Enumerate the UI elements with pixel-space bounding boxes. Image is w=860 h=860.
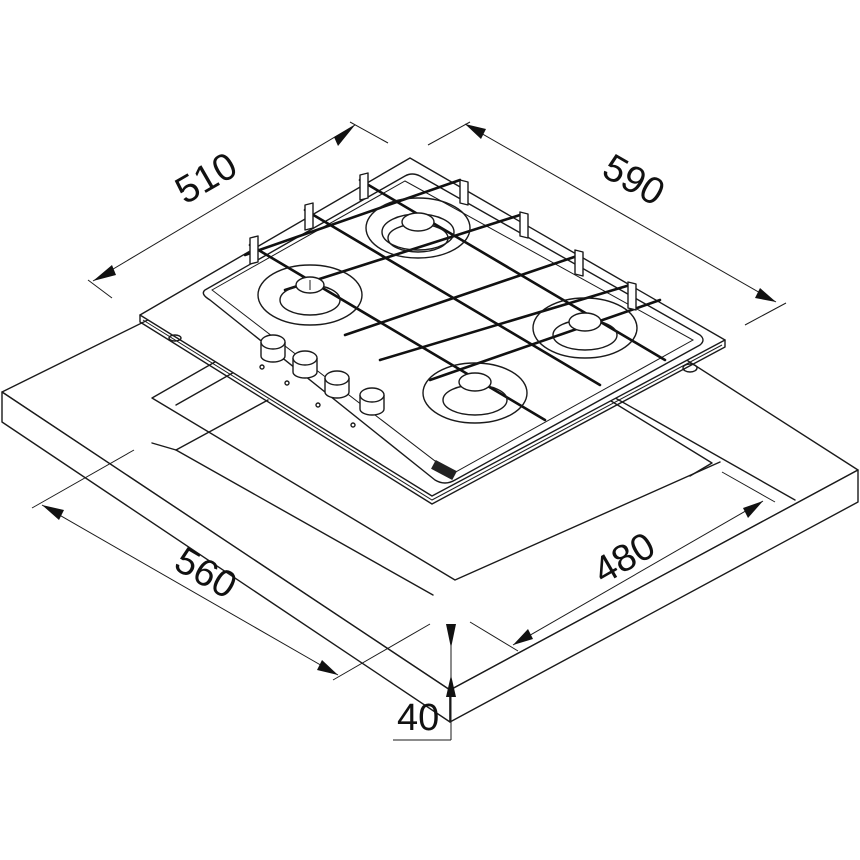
control-knob-4 [350, 387, 385, 428]
dimension-label-590: 590 [596, 146, 672, 214]
dimension-label-510: 510 [169, 145, 245, 213]
pan-support-grid [243, 172, 667, 422]
dimension-label-40: 40 [397, 697, 439, 739]
control-knob-3 [315, 370, 350, 408]
hob [139, 157, 726, 505]
burner-rear-center [365, 197, 471, 259]
worktop-cutout [151, 334, 796, 596]
control-knobs [259, 334, 385, 428]
brand-plate [431, 459, 457, 481]
burner-left [257, 264, 363, 326]
control-knob-1 [259, 334, 286, 370]
dimension-worktop-thickness: 40 [393, 624, 456, 741]
control-knob-2 [284, 350, 318, 386]
burner-front-center [422, 362, 528, 424]
burner-right [532, 297, 638, 359]
